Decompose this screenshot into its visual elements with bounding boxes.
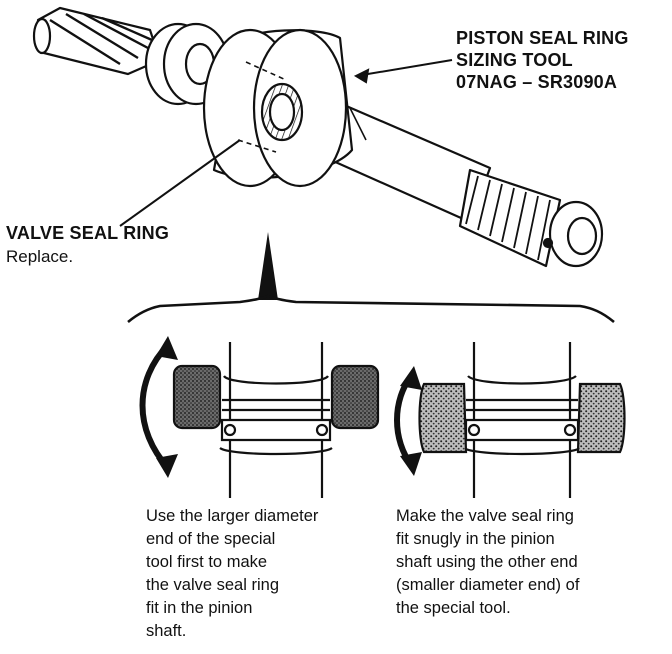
sizing-tool-ring bbox=[202, 28, 354, 188]
tool-label-line2: SIZING TOOL bbox=[456, 50, 573, 70]
caption-left-line: shaft. bbox=[146, 622, 187, 640]
caption-left-line: fit in the pinion bbox=[146, 599, 253, 617]
valve-seal-ring-instruction: Replace. bbox=[6, 247, 74, 266]
caption-right-line: Make the valve seal ring bbox=[396, 507, 574, 525]
caption-left-line: Use the larger diameter bbox=[146, 507, 319, 525]
caption-smaller-end: Make the valve seal ring fit snugly in t… bbox=[396, 505, 579, 620]
leader-lines bbox=[119, 59, 453, 227]
tool-label-line3: 07NAG – SR3090A bbox=[456, 72, 618, 92]
detail-smaller-end bbox=[394, 342, 626, 498]
valve-seal-ring-label: VALVE SEAL RING bbox=[6, 223, 170, 243]
caption-right-line: (smaller diameter end) of bbox=[396, 576, 580, 594]
caption-left-line: tool first to make bbox=[146, 553, 268, 571]
callout-bracket bbox=[127, 232, 615, 323]
pinion-gear bbox=[32, 6, 162, 76]
detail-larger-end bbox=[139, 336, 380, 498]
caption-left-line: the valve seal ring bbox=[146, 576, 279, 594]
tool-label-line1: PISTON SEAL RING bbox=[456, 28, 629, 48]
sizing-tool-label: PISTON SEAL RING SIZING TOOL 07NAG – SR3… bbox=[456, 27, 629, 93]
pinion-shaft-assembly bbox=[32, 6, 604, 268]
caption-larger-end: Use the larger diameter end of the speci… bbox=[146, 505, 318, 643]
caption-left-line: end of the special bbox=[146, 530, 276, 548]
caption-right-line: shaft using the other end bbox=[396, 553, 578, 571]
caption-right-line: fit snugly in the pinion bbox=[396, 530, 555, 548]
caption-right-line: the special tool. bbox=[396, 599, 511, 617]
